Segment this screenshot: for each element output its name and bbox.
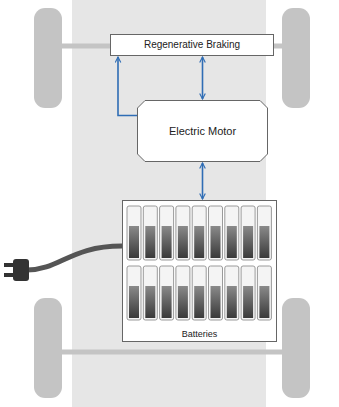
cell-charge	[129, 226, 139, 258]
battery-cell	[160, 266, 174, 320]
battery-cell	[209, 206, 223, 260]
cell-charge	[194, 286, 204, 318]
cell-charge	[227, 226, 237, 258]
battery-cell	[257, 206, 271, 260]
battery-cell	[257, 266, 271, 320]
battery-cell	[225, 206, 239, 260]
battery-cell	[241, 206, 255, 260]
battery-cell	[160, 206, 174, 260]
battery-pack-box: Batteries	[122, 200, 277, 342]
plug-prong	[4, 273, 14, 277]
battery-cell	[209, 266, 223, 320]
node-label: Batteries	[179, 329, 221, 339]
cell-charge	[243, 286, 253, 318]
rear-axle	[58, 350, 286, 355]
battery-cell	[176, 266, 190, 320]
cell-charge	[145, 286, 155, 318]
component-box: Regenerative Braking	[110, 34, 274, 56]
cell-charge	[129, 286, 139, 318]
motor-box: Electric Motor	[137, 100, 268, 162]
charging-cable	[27, 246, 122, 270]
wheel	[34, 8, 62, 108]
cell-charge	[162, 286, 172, 318]
energy-flow-arrow	[202, 163, 204, 199]
cell-charge	[259, 226, 269, 258]
cell-charge	[211, 286, 221, 318]
battery-cell	[192, 266, 206, 320]
cell-charge	[211, 226, 221, 258]
cell-charge	[243, 226, 253, 258]
battery-cell	[143, 266, 157, 320]
battery-cell	[143, 206, 157, 260]
cell-charge	[178, 286, 188, 318]
plug-body	[13, 259, 29, 281]
battery-cells	[127, 206, 271, 320]
node-label: Electric Motor	[169, 125, 236, 138]
wheel	[282, 8, 310, 108]
energy-flow-arrow	[118, 57, 137, 116]
cell-charge	[145, 226, 155, 258]
battery-cell	[225, 266, 239, 320]
wheel	[34, 298, 62, 398]
motor-outline-shape	[138, 101, 268, 162]
battery-cell	[176, 206, 190, 260]
energy-flow-arrow	[202, 57, 204, 99]
wheel	[282, 298, 310, 398]
cell-charge	[259, 286, 269, 318]
cell-charge	[194, 226, 204, 258]
plug-prong	[4, 263, 14, 267]
battery-pack-fill	[122, 200, 277, 342]
cell-charge	[162, 226, 172, 258]
battery-cell	[241, 266, 255, 320]
cell-charge	[227, 286, 237, 318]
cell-charge	[178, 226, 188, 258]
battery-cell	[192, 206, 206, 260]
battery-cell	[127, 266, 141, 320]
battery-cell	[127, 206, 141, 260]
node-label: Regenerative Braking	[144, 39, 240, 51]
